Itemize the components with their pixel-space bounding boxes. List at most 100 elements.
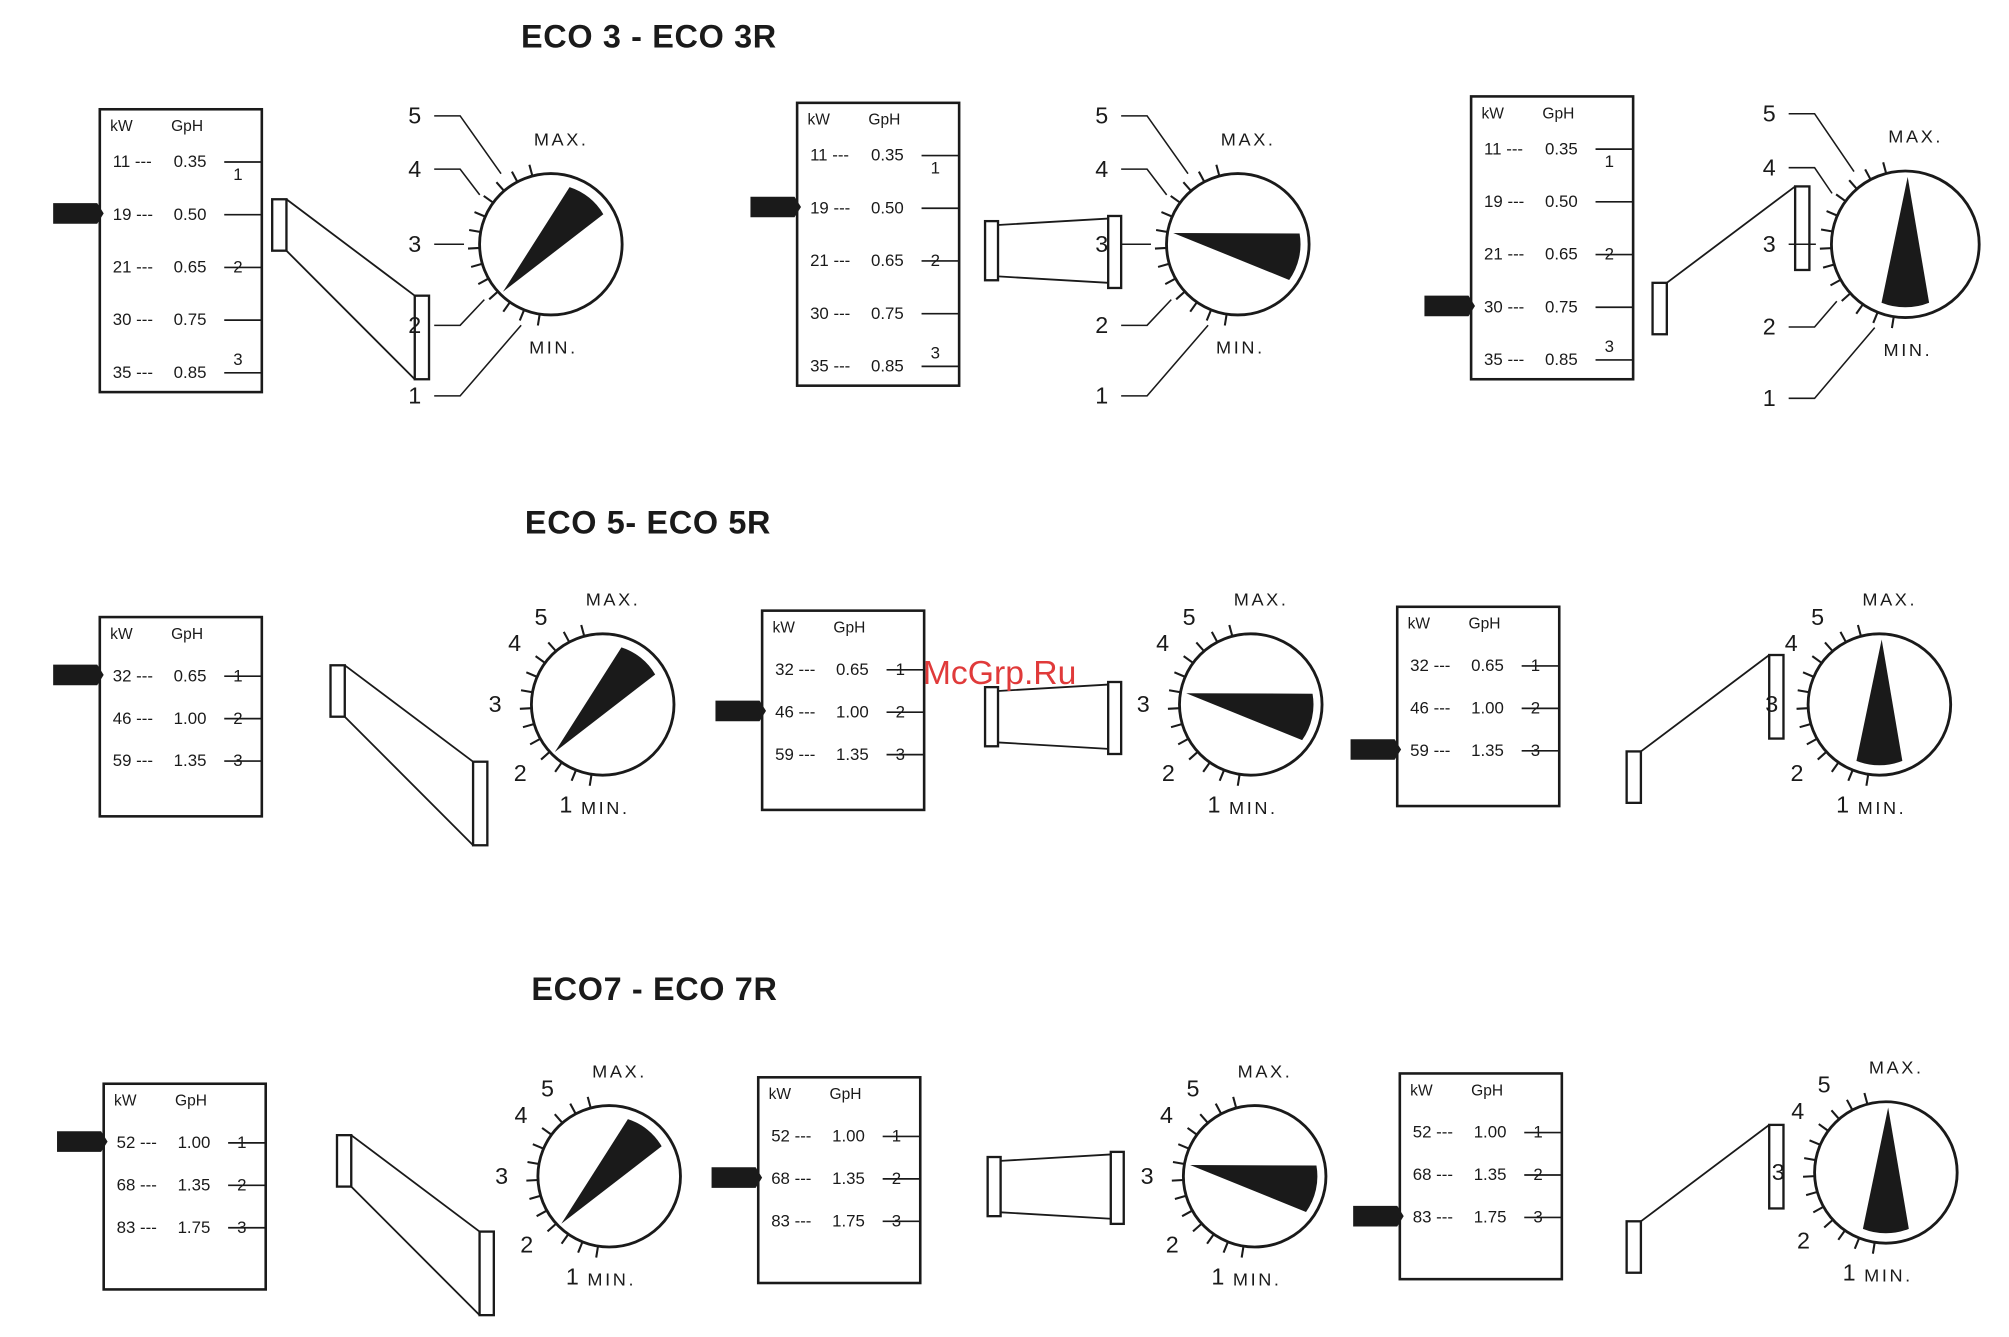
dial-min-label: MIN. <box>1216 338 1265 358</box>
link-pivot-right <box>1107 680 1123 756</box>
dial-tick <box>1195 641 1205 652</box>
dial-tick <box>1806 737 1818 746</box>
dial-tick <box>495 181 505 192</box>
dial-tick <box>1824 641 1834 652</box>
dial-tick <box>1811 655 1823 664</box>
dial-tick <box>577 1241 584 1253</box>
table-row-kw: 52 --- <box>1413 1123 1453 1142</box>
dial-tick <box>520 689 533 694</box>
header-gph: GpH <box>175 1093 207 1110</box>
dial-tick <box>1236 774 1241 786</box>
link-pivot-left <box>1651 281 1668 336</box>
dial-tick <box>1822 263 1835 269</box>
link-arm <box>350 1134 481 1316</box>
table-row-kw: 83 --- <box>771 1212 811 1231</box>
dial-number: 2 <box>1095 312 1108 338</box>
dial-tick <box>562 631 571 643</box>
dial-tick <box>1188 751 1199 761</box>
burner-table-frame <box>795 101 961 387</box>
position-label: 3 <box>233 350 242 369</box>
dial-tick <box>1865 774 1870 786</box>
table-row-gph: 1.75 <box>832 1212 865 1231</box>
table-row-kw: 52 --- <box>117 1133 157 1152</box>
dial-number: 4 <box>1785 630 1798 656</box>
dial-tick <box>1882 162 1888 174</box>
table-row-kw: 46 --- <box>1410 699 1450 718</box>
dial-tick <box>534 655 546 664</box>
dial-tick <box>547 641 557 652</box>
dial-pointer <box>561 1119 662 1224</box>
dial-tick <box>1206 1233 1215 1245</box>
dial-number: 1 <box>1207 792 1220 818</box>
dial-tick <box>526 1178 539 1182</box>
header-gph: GpH <box>171 626 203 643</box>
dial-tick <box>1819 247 1832 250</box>
position-label: 3 <box>233 751 242 770</box>
header-kw: kW <box>110 118 133 135</box>
selector-arrow <box>57 1131 108 1152</box>
dial-number: 2 <box>1797 1228 1810 1254</box>
burner-table-frame <box>102 1082 268 1291</box>
table-row-gph: 0.65 <box>174 666 207 685</box>
dial-max-label: MAX. <box>592 1061 647 1081</box>
dial-pointer <box>1856 639 1903 766</box>
dial-tick <box>468 228 481 233</box>
link-pivot-left <box>329 664 346 718</box>
dial-tick <box>580 624 586 637</box>
header-gph: GpH <box>868 112 900 129</box>
selector-arrow <box>53 203 104 224</box>
dial-tick <box>1856 624 1862 637</box>
position-label: 1 <box>233 165 242 184</box>
dial-tick <box>1803 1157 1816 1162</box>
dial-number: 5 <box>408 103 421 129</box>
dial-tick <box>560 1233 570 1245</box>
position-label: 2 <box>931 251 940 270</box>
dial-number: 2 <box>514 760 527 786</box>
dial-number: 5 <box>541 1076 554 1102</box>
dial-number: 1 <box>408 383 421 409</box>
dial-tick <box>510 171 519 183</box>
dial-ring <box>478 172 624 317</box>
dial-number-leader <box>434 299 485 327</box>
link-pivot-right <box>1768 653 1785 740</box>
dial-tick <box>474 211 486 218</box>
table-row-gph: 1.75 <box>1474 1208 1507 1227</box>
header-kw: kW <box>807 112 830 129</box>
dial-number-leader <box>1788 112 1855 173</box>
dial-tick <box>1171 1178 1184 1182</box>
selector-arrow <box>1424 295 1475 317</box>
dial-min-label: MIN. <box>529 338 578 358</box>
dial-pointer <box>502 187 604 292</box>
dial-pointer <box>1186 693 1314 741</box>
dial-tick <box>518 309 526 321</box>
dial-tick <box>1202 761 1211 773</box>
burner-table-frame <box>1469 95 1635 381</box>
dial-number: 5 <box>1186 1076 1199 1102</box>
dial-number: 2 <box>1162 760 1175 786</box>
position-label: 3 <box>892 1212 901 1231</box>
dial-number-leader <box>1121 299 1172 327</box>
dial-tick <box>1839 631 1847 643</box>
dial-tick <box>1215 164 1221 177</box>
dial-number: 4 <box>1160 1102 1173 1128</box>
dial-number: 3 <box>1095 231 1108 257</box>
table-row-kw: 59 --- <box>113 751 153 770</box>
position-label: 2 <box>233 258 242 277</box>
dial-tick <box>529 737 541 746</box>
position-label: 3 <box>1531 741 1540 760</box>
position-label: 2 <box>896 702 905 721</box>
section-title-eco5: ECO 5- ECO 5R <box>524 505 772 542</box>
dial-tick <box>1796 707 1809 710</box>
table-row-gph: 0.50 <box>1545 192 1578 211</box>
dial-tick <box>1167 707 1180 710</box>
table-row-gph: 1.00 <box>178 1133 211 1152</box>
dial-tick <box>1168 689 1181 694</box>
dial-max-label: MAX. <box>534 129 589 149</box>
dial-number: 2 <box>1166 1232 1179 1258</box>
position-label: 1 <box>1605 152 1614 171</box>
dial-tick <box>1164 277 1176 286</box>
dial-number: 5 <box>1095 103 1108 129</box>
dial-tick <box>1820 228 1833 233</box>
